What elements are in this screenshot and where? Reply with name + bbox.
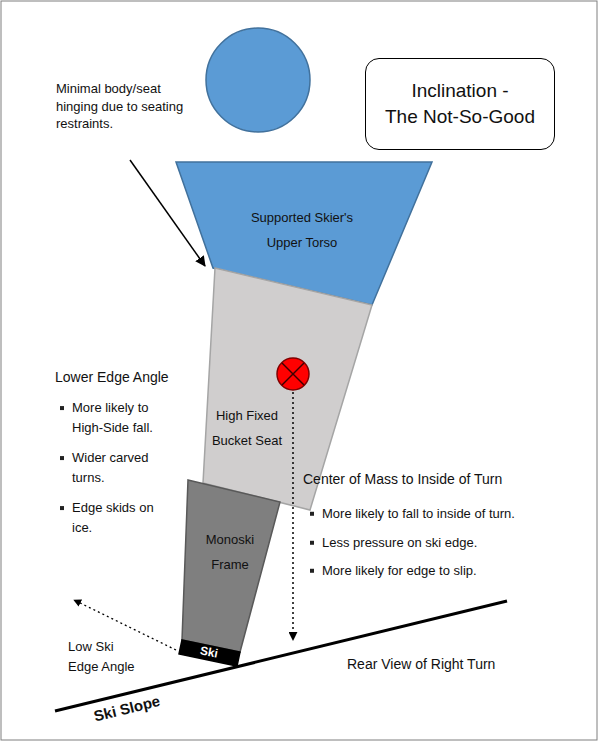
node-label: Monoski Frame: [194, 528, 266, 577]
label-wrap: Lower Edge Angle: [55, 368, 255, 386]
bullet-text: More likely to fall to inside of turn.: [322, 506, 515, 521]
shape-fill: [179, 640, 240, 666]
view-caption: Rear View of Right Turn: [347, 656, 495, 672]
bullet-square: [310, 541, 314, 545]
node-label: High Fixed Bucket Seat: [206, 404, 288, 453]
label-wrap: Edge skids on ice.: [72, 498, 167, 538]
label-wrap: More likely to fall to inside of turn.: [322, 505, 584, 523]
skier-head: [206, 28, 310, 132]
callout-note: Minimal body/seat hinging due to seating…: [56, 81, 183, 131]
label-wrap: Less pressure on ski edge.: [322, 534, 584, 552]
ski-slope-line: [55, 601, 507, 711]
label-wrap: More likely to High-Side fall.: [72, 398, 182, 438]
label-wrap: Minimal body/seat hinging due to seating…: [56, 80, 186, 133]
node-text-wrap: High Fixed Bucket Seat: [206, 404, 288, 453]
bullet-square: [60, 506, 64, 510]
section-heading: Center of Mass to Inside of Turn: [303, 471, 502, 487]
node-text-wrap: Supported Skier's Upper Torso: [234, 206, 370, 255]
title-box: Inclination - The Not-So-Good: [365, 58, 555, 150]
shape-fill: [182, 480, 280, 652]
edge-angle-arrow: [74, 600, 176, 650]
bullet-text: Less pressure on ski edge.: [322, 535, 477, 550]
center-of-mass-marker: [277, 358, 309, 390]
diagram-title: Inclination - The Not-So-Good: [385, 78, 535, 129]
bullet-text: Wider carved turns.: [72, 450, 149, 485]
label-wrap: Center of Mass to Inside of Turn: [303, 470, 573, 488]
bullet-text: Edge skids on ice.: [72, 500, 154, 535]
label-wrap: More likely for edge to slip.: [322, 562, 584, 580]
node-text-wrap: Monoski Frame: [194, 528, 266, 577]
bullet-text: More likely for edge to slip.: [322, 563, 477, 578]
label-wrap: Low Ski Edge Angle: [68, 637, 140, 676]
monoski-frame-shape: Monoski Frame: [178, 480, 280, 652]
bullet-square: [60, 406, 64, 410]
bullet-text: More likely to High-Side fall.: [72, 400, 153, 435]
node-text-wrap: Ski: [179, 640, 239, 665]
node-label: Ski: [179, 640, 239, 665]
bullet-square: [310, 512, 314, 516]
bullet-square: [310, 569, 314, 573]
angle-label: Low Ski Edge Angle: [68, 639, 135, 674]
ski-shape: Ski: [179, 640, 240, 666]
bullet-square: [60, 456, 64, 460]
section-heading: Lower Edge Angle: [55, 369, 169, 385]
node-label: Supported Skier's Upper Torso: [234, 206, 370, 255]
label-wrap: Rear View of Right Turn: [347, 655, 557, 673]
label-wrap: Wider carved turns.: [72, 448, 172, 488]
hinging-leader-arrow: [130, 160, 205, 266]
center-of-mass-drop-line: [292, 392, 294, 640]
